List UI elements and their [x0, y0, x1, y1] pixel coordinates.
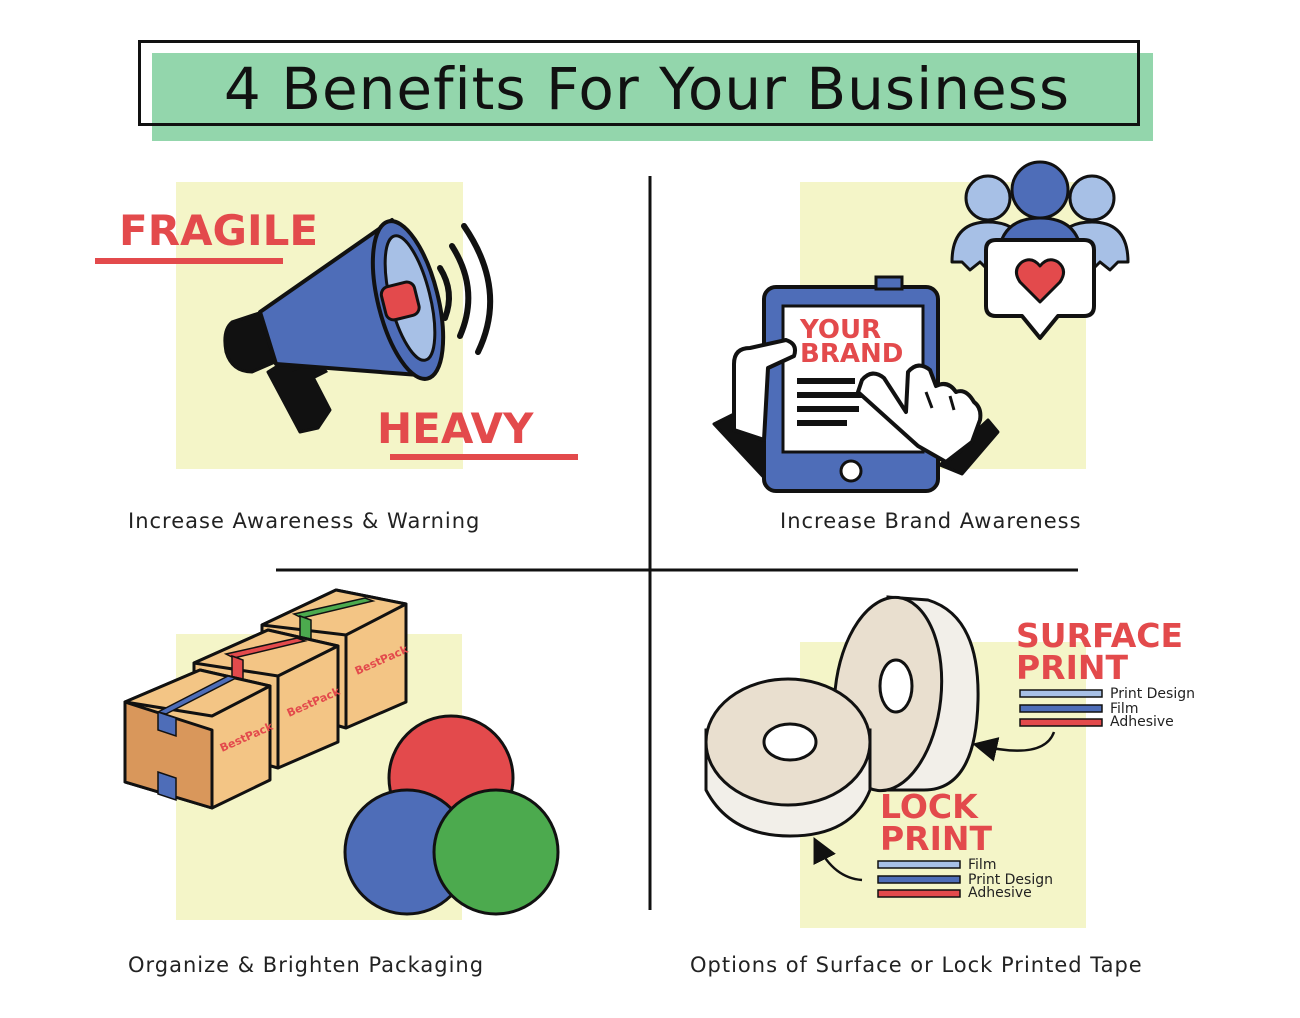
surface-layer-2: Film: [1110, 701, 1138, 717]
heavy-word: HEAVY: [377, 404, 534, 453]
lock-layer-1: Film: [968, 857, 996, 873]
surface-layer-3: Adhesive: [1110, 714, 1174, 730]
megaphone-icon: [223, 218, 494, 434]
color-circles: [343, 714, 560, 916]
fragile-underline: [95, 258, 283, 264]
tablet-brand-icon: [712, 160, 1130, 493]
title-shadow: [152, 53, 1153, 141]
title-box: 4 Benefits For Your Business: [138, 40, 1140, 126]
lock-layer-2: Print Design: [968, 872, 1053, 888]
caption-tape-options: Options of Surface or Lock Printed Tape: [690, 953, 1143, 977]
surface-layer-1: Print Design: [1110, 686, 1195, 702]
lock-title-1: LOCK: [880, 787, 979, 826]
your-text: YOUR: [799, 315, 881, 345]
boxes-icon: [123, 588, 408, 810]
lock-title-2: PRINT: [880, 819, 992, 858]
heavy-underline: [390, 454, 578, 460]
brand-text: BRAND: [800, 339, 903, 369]
caption-organize-packaging: Organize & Brighten Packaging: [128, 953, 485, 977]
lock-layer-3: Adhesive: [968, 885, 1032, 901]
surface-title-1: SURFACE: [1016, 616, 1183, 655]
caption-awareness-warning: Increase Awareness & Warning: [128, 509, 481, 533]
page-title: 4 Benefits For Your Business: [223, 55, 1071, 123]
tape-rolls-icon: [704, 595, 1103, 898]
surface-title-2: PRINT: [1016, 648, 1128, 687]
fragile-word: FRAGILE: [119, 206, 318, 255]
caption-brand-awareness: Increase Brand Awareness: [780, 509, 1082, 533]
